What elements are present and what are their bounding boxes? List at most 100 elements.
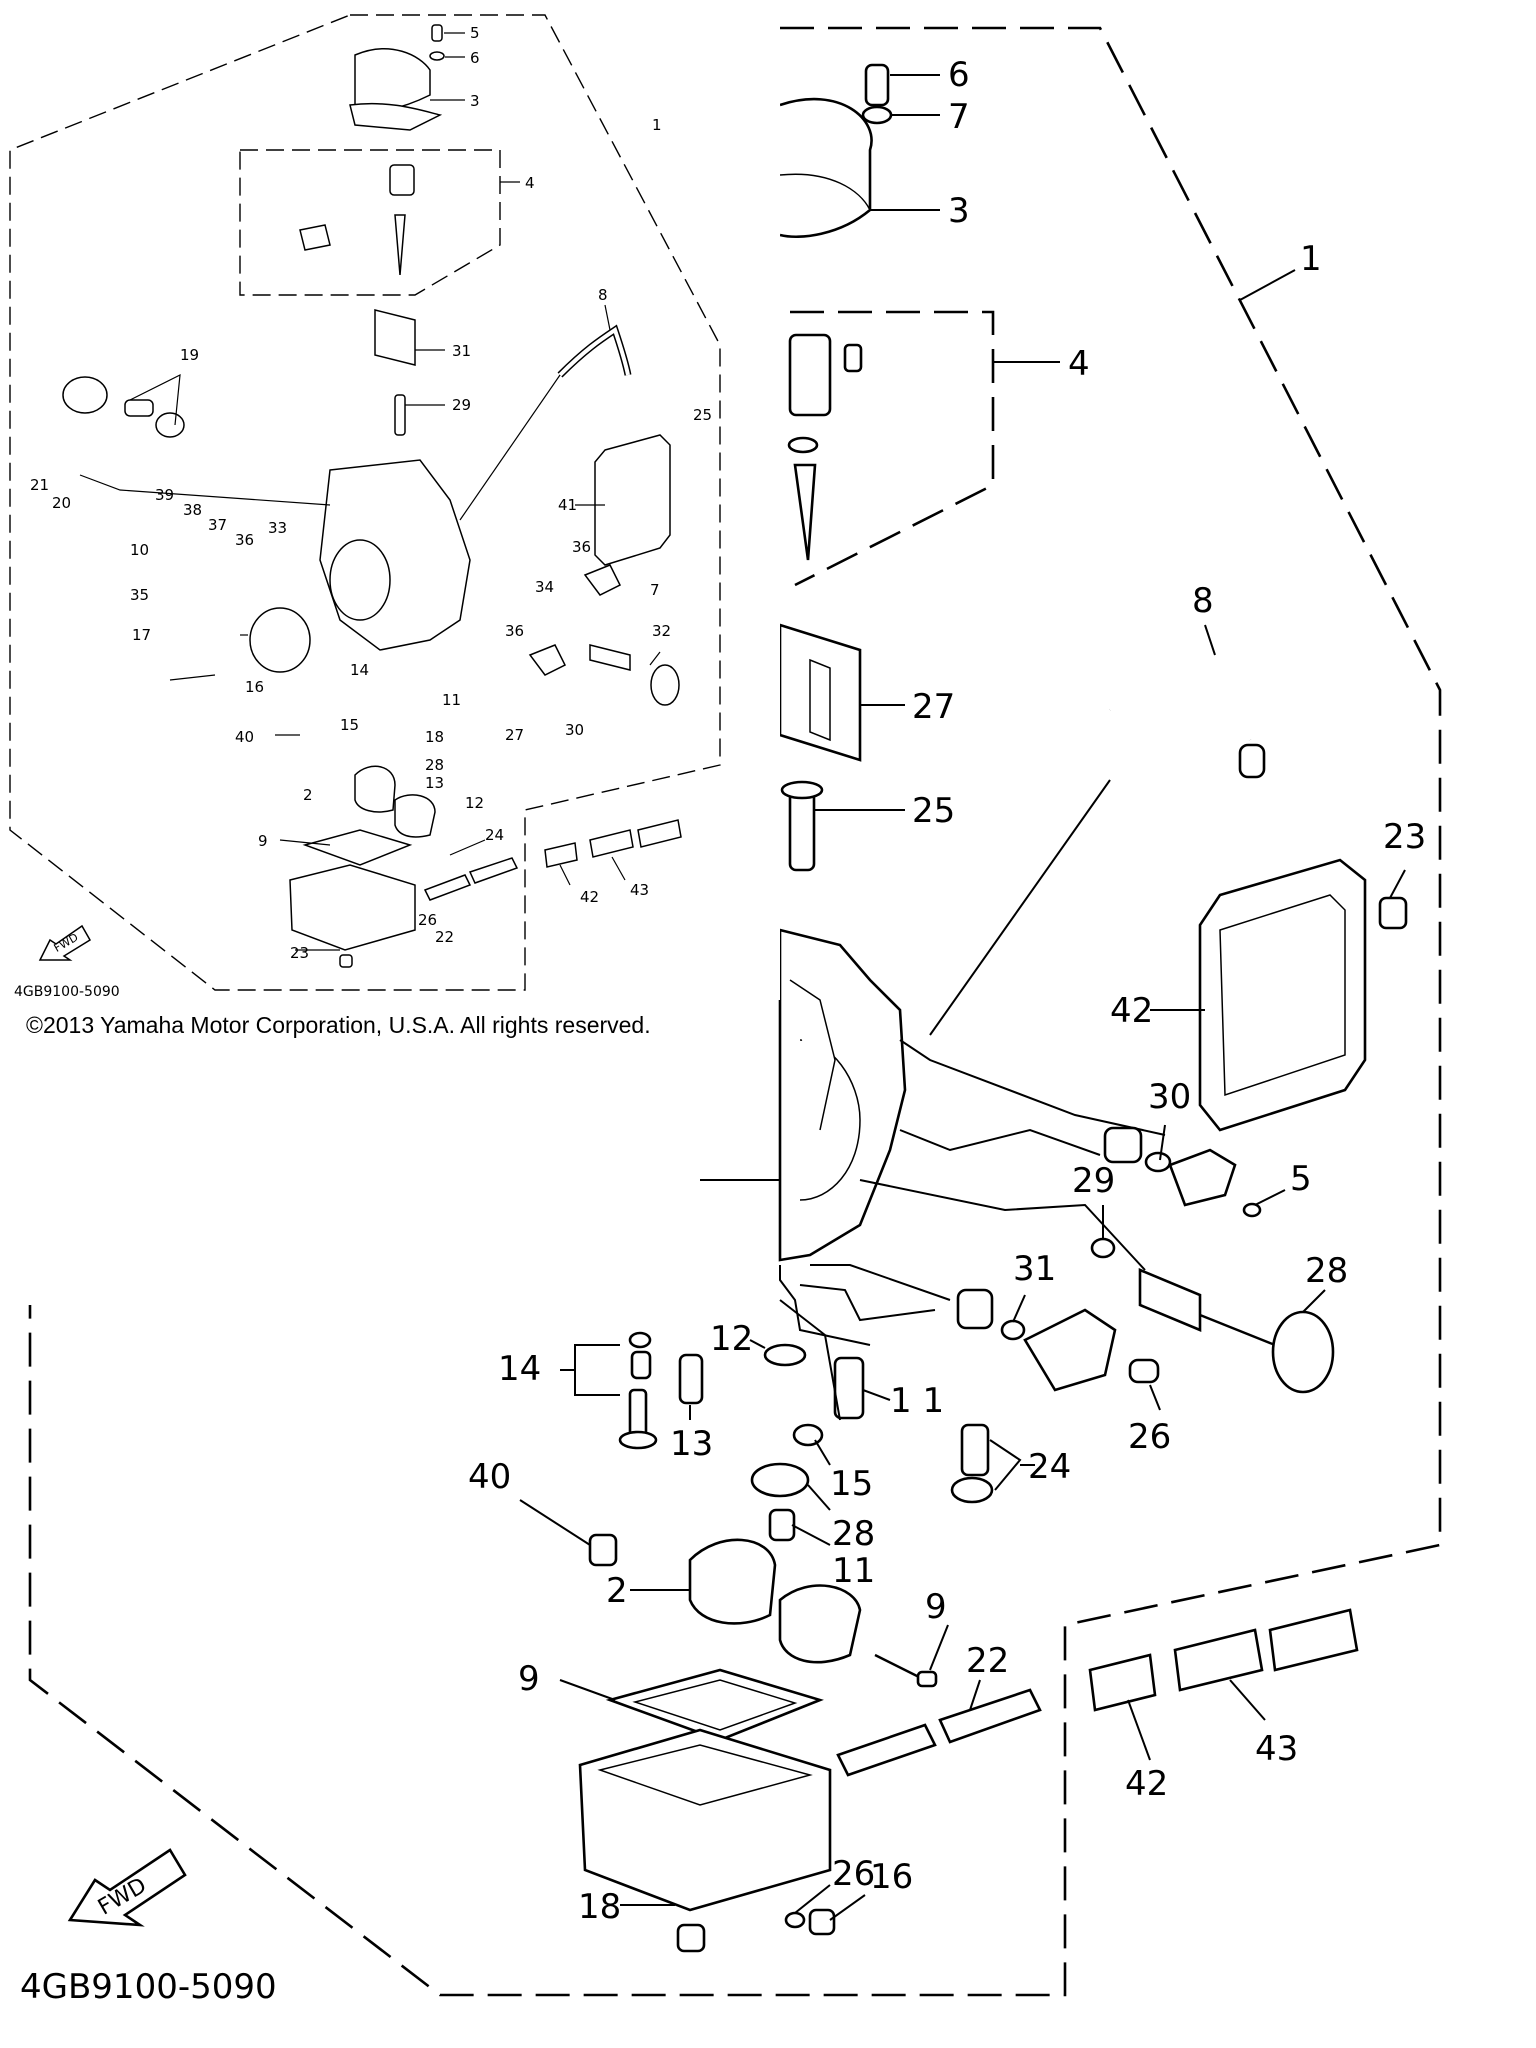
small-o-ring-17 (249, 607, 311, 673)
small-callout-11: 11 (442, 691, 461, 709)
small-block-31 (374, 309, 416, 366)
callout-24: 22 (966, 1641, 1009, 1681)
screw-part-29 (788, 788, 816, 872)
hose-part-24a (836, 1723, 937, 1777)
small-callout-15: 15 (340, 716, 359, 734)
small-callout-17: 17 (132, 626, 151, 644)
small-callout-36a: 36 (235, 531, 254, 549)
small-callout-1: 1 (652, 116, 662, 134)
small-lever-lower (528, 644, 567, 676)
callout-42-text: 42 (1125, 1764, 1168, 1804)
callout-7: 5 (1290, 1159, 1312, 1199)
callout-14: 12 (710, 1319, 753, 1359)
small-callout-39: 39 (155, 486, 174, 504)
jet-part-18 (792, 1423, 824, 1447)
small-callout-14: 14 (350, 661, 369, 679)
small-callout-2: 2 (303, 786, 313, 804)
callout-30: 26 (1128, 1417, 1171, 1457)
copyright-notice: ©2013 Yamaha Motor Corporation, U.S.A. A… (26, 1012, 651, 1038)
small-screw-5 (431, 24, 443, 42)
jet16-ring1 (628, 1331, 652, 1349)
float-part-2b (778, 1584, 862, 1664)
small-callout-8: 8 (598, 286, 608, 304)
small-callout-20: 20 (52, 494, 71, 512)
small-callout-36b: 36 (572, 538, 591, 556)
small-callout-12: 12 (465, 794, 484, 812)
washer-part-36a (1144, 1151, 1172, 1173)
callout-1: 1 (1300, 239, 1322, 279)
hose-end-part (1238, 743, 1266, 779)
pilot-screw-part-27 (960, 1423, 990, 1477)
fitting-part-42 (1088, 1653, 1157, 1712)
small-drain-23 (339, 954, 353, 968)
small-callout-37: 37 (208, 516, 227, 534)
callout-18: 15 (830, 1464, 873, 1504)
tube-part-43a (1173, 1628, 1264, 1692)
small-callout-10: 10 (130, 541, 149, 559)
screw-part-30 (1128, 1358, 1160, 1384)
float-bowl-rim (597, 1744, 813, 1806)
small-callout-13: 13 (425, 774, 444, 792)
small-callout-labels: 5 6 3 1 4 8 19 31 29 25 21 20 39 38 37 3… (14, 24, 712, 1000)
small-float-bowl (289, 864, 416, 951)
small-float-b (394, 794, 436, 838)
hose-part-24b (938, 1688, 1042, 1744)
callout-29: 25 (912, 791, 955, 831)
screw-part-5 (864, 63, 890, 107)
washer-part-26 (784, 1911, 806, 1929)
o-ring-part (787, 436, 819, 454)
small-callout-34: 34 (535, 578, 554, 596)
spring-part-36a (1103, 1126, 1143, 1164)
callout-12: 9 (925, 1587, 947, 1627)
tube-part-43b (1268, 1608, 1359, 1672)
small-callout-38: 38 (183, 501, 202, 519)
small-callout-31: 31 (452, 342, 471, 360)
small-callout-29: 29 (452, 396, 471, 414)
small-hose-24b (468, 857, 519, 884)
lever-part-lower (1023, 1308, 1117, 1392)
large-view: FWD (20, 26, 1442, 2007)
screw-head-29 (780, 780, 824, 800)
small-carburetor-bore (329, 539, 391, 621)
diagram-code-small: 4GB9100-5090 (14, 984, 120, 1000)
plunger-shaft (1199, 1313, 1276, 1347)
callout-26-text: 26 (832, 1854, 875, 1894)
small-view-boundary (9, 14, 721, 991)
callout-6: 7 (948, 97, 970, 137)
cover-gasket-part (779, 173, 871, 211)
screw-part-25 (1378, 896, 1408, 930)
gasket-inner (632, 1679, 798, 1731)
small-needle-box (239, 149, 501, 296)
callout-40: 40 (468, 1457, 511, 1497)
screw-part-22 (808, 1908, 836, 1936)
small-float-a (354, 765, 396, 813)
washer-part-36b (1000, 1319, 1026, 1341)
small-plunger-body (589, 644, 631, 671)
small-tube-43b (637, 819, 682, 848)
small-needle (394, 214, 406, 276)
hose-inner (1107, 648, 1255, 742)
float-part-2a (688, 1538, 777, 1625)
small-diaphragm-cover (62, 376, 108, 414)
small-cover-gasket (349, 102, 443, 131)
small-callout-30: 30 (565, 721, 584, 739)
jet-group-16 (618, 1331, 658, 1450)
small-leader-lines (79, 32, 661, 951)
drain-plug-part-23 (676, 1923, 706, 1953)
small-spring-19 (124, 399, 154, 417)
callout-31: 27 (912, 687, 955, 727)
carburetor-rib (789, 979, 836, 1131)
small-callout-36c: 36 (505, 622, 524, 640)
small-washer-6 (429, 51, 445, 61)
pilot-screw-gear (950, 1476, 994, 1504)
callout-5: 6 (948, 55, 970, 95)
callout-4: 4 (1068, 344, 1090, 384)
callout-22: 16 (870, 1857, 913, 1897)
small-hose-24a (423, 874, 472, 901)
small-callout-23: 23 (290, 944, 309, 962)
large-callout-labels: 6 7 3 1 4 8 27 25 23 42 30 5 29 28 31 26… (20, 55, 1426, 2007)
needle-seat-part (788, 333, 832, 417)
block-slot (809, 658, 831, 742)
